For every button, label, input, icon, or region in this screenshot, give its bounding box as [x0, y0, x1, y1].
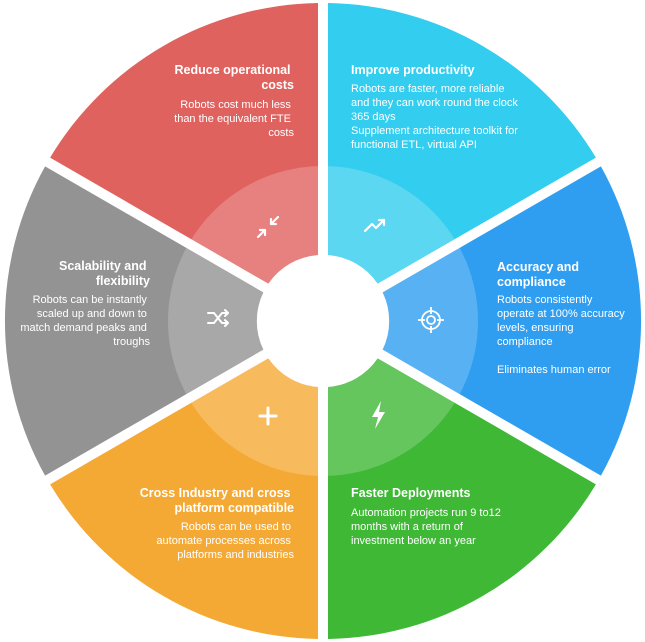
segment-improve-productivity: Improve productivity Robots are faster, … — [328, 3, 596, 284]
segment-accuracy-compliance-shape — [382, 166, 642, 476]
segment-scalability-description: Robots can be instantly scaled up and do… — [20, 294, 150, 348]
segment-cross-industry-shape — [50, 358, 318, 639]
plus-icon — [258, 406, 278, 426]
segment-faster-deployments-inner-ring — [328, 358, 478, 476]
segment-reduce-costs-shape — [50, 3, 318, 284]
segment-reduce-costs-title: Reduce operational costs — [175, 63, 295, 92]
trending-up-icon — [363, 218, 386, 233]
segment-improve-productivity-shape — [328, 3, 596, 284]
segment-scalability-shape — [4, 166, 264, 476]
segment-accuracy-compliance-description: Robots consistently operate at 100% accu… — [497, 294, 628, 376]
segment-cross-industry-description: Robots can be used to automate processes… — [156, 521, 294, 561]
segment-faster-deployments: Faster Deployments Automation projects r… — [328, 358, 596, 639]
segment-faster-deployments-description: Automation projects run 9 to12 months wi… — [351, 507, 504, 547]
shuffle-icon — [207, 309, 229, 327]
segment-scalability-title: Scalability and flexibility — [59, 259, 150, 288]
segment-improve-productivity-title: Improve productivity — [351, 63, 475, 77]
segment-cross-industry: Cross Industry and cross platform compat… — [50, 358, 318, 639]
lightning-bolt-icon — [372, 401, 385, 429]
segment-cross-industry-inner-ring — [168, 358, 318, 476]
target-crosshair-icon — [418, 307, 444, 333]
segment-faster-deployments-title: Faster Deployments — [351, 486, 471, 500]
segment-reduce-costs-description: Robots cost much less than the equivalen… — [174, 99, 294, 139]
segment-cross-industry-title: Cross Industry and cross platform compat… — [140, 486, 294, 515]
segment-improve-productivity-inner-ring — [328, 166, 478, 284]
segment-improve-productivity-description: Robots are faster, more reliable and the… — [351, 83, 521, 151]
segment-reduce-costs-inner-ring — [168, 166, 318, 284]
compress-arrows-icon — [256, 215, 280, 239]
segment-accuracy-compliance-title: Accuracy and compliance — [497, 260, 582, 289]
segment-faster-deployments-shape — [328, 358, 596, 639]
segment-reduce-costs: Reduce operational costs Robots cost muc… — [50, 3, 318, 284]
